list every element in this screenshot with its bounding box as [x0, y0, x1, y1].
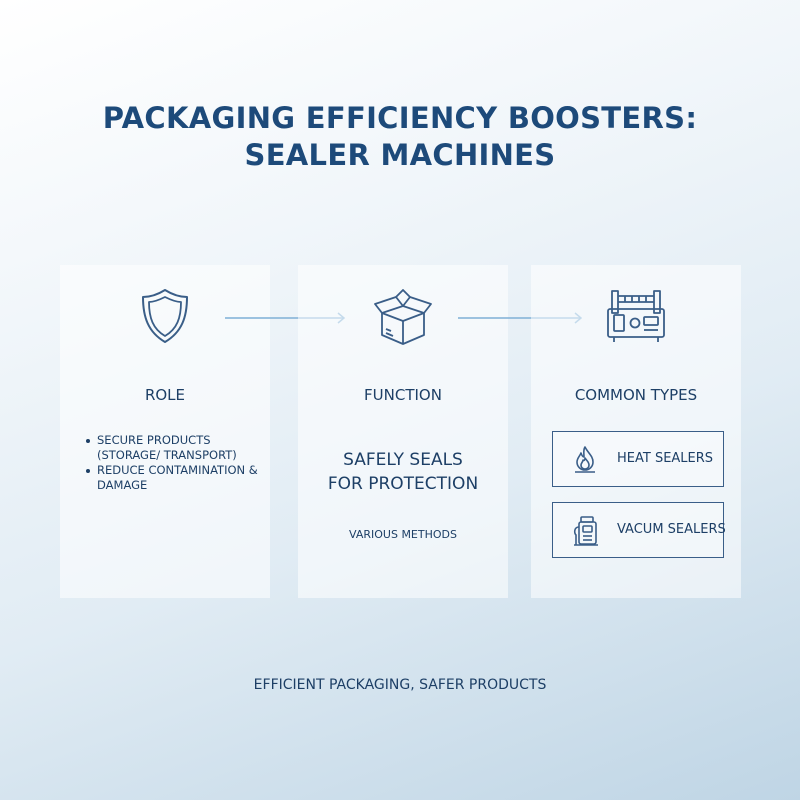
function-statement-line-1: SAFELY SEALS — [343, 450, 463, 470]
role-bullet-list: SECURE PRODUCTS (STORAGE/ TRANSPORT) RED… — [86, 433, 270, 493]
type-card-vacuum-sealers: VACUM SEALERS — [552, 502, 726, 558]
vacuum-sealer-icon — [572, 515, 600, 551]
function-statement-line-2: FOR PROTECTION — [327, 474, 479, 494]
type-label: HEAT SEALERS — [617, 451, 714, 466]
list-item: SECURE PRODUCTS (STORAGE/ TRANSPORT) — [86, 433, 270, 463]
role-heading: ROLE — [144, 386, 186, 404]
page-title: PACKAGING EFFICIENCY BOOSTERS: SEALER MA… — [0, 100, 800, 174]
sealer-machine-icon — [605, 287, 667, 345]
function-statement: SAFELY SEALS FOR PROTECTION — [298, 448, 508, 496]
function-subtext: VARIOUS METHODS — [349, 528, 457, 541]
function-panel: FUNCTION SAFELY SEALS FOR PROTECTION VAR… — [298, 265, 508, 598]
common-types-heading: COMMON TYPES — [574, 386, 698, 404]
role-panel: ROLE SECURE PRODUCTS (STORAGE/ TRANSPORT… — [60, 265, 270, 598]
shield-icon — [140, 287, 190, 345]
title-line-1: PACKAGING EFFICIENCY BOOSTERS: — [102, 101, 698, 135]
flame-icon — [572, 444, 598, 478]
open-box-icon — [372, 287, 434, 347]
title-line-2: SEALER MACHINES — [244, 138, 556, 172]
function-heading: FUNCTION — [364, 386, 442, 404]
type-card-heat-sealers: HEAT SEALERS — [552, 431, 724, 487]
footer-tagline: EFFICIENT PACKAGING, SAFER PRODUCTS — [253, 677, 547, 693]
list-item: REDUCE CONTAMINATION & DAMAGE — [86, 463, 270, 493]
common-types-panel: COMMON TYPES HEAT SEALERS — [531, 265, 741, 598]
type-label: VACUM SEALERS — [617, 522, 726, 537]
